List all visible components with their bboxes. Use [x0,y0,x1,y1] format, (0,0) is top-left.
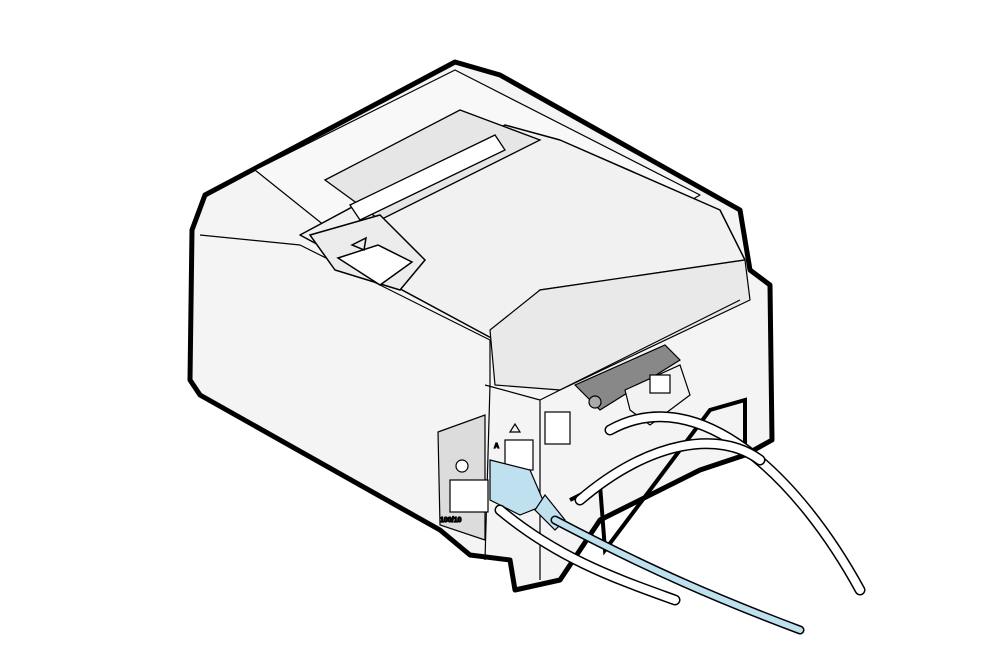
cables [494,411,866,635]
warning-icon [508,422,522,433]
ethernet-port-label: 100/10 [440,517,462,524]
drawer-port-label: A [494,443,499,450]
screw-icon [588,395,602,409]
paper-cover-slot [323,109,542,221]
power-plug [624,364,691,426]
screw-icon [455,459,469,473]
power-switch [544,411,571,445]
rear-connector-panel: 100/10 A [437,344,691,541]
ethernet-plug [449,479,489,513]
cover-open-lever[interactable] [308,214,427,291]
triangle-icon [350,236,367,252]
